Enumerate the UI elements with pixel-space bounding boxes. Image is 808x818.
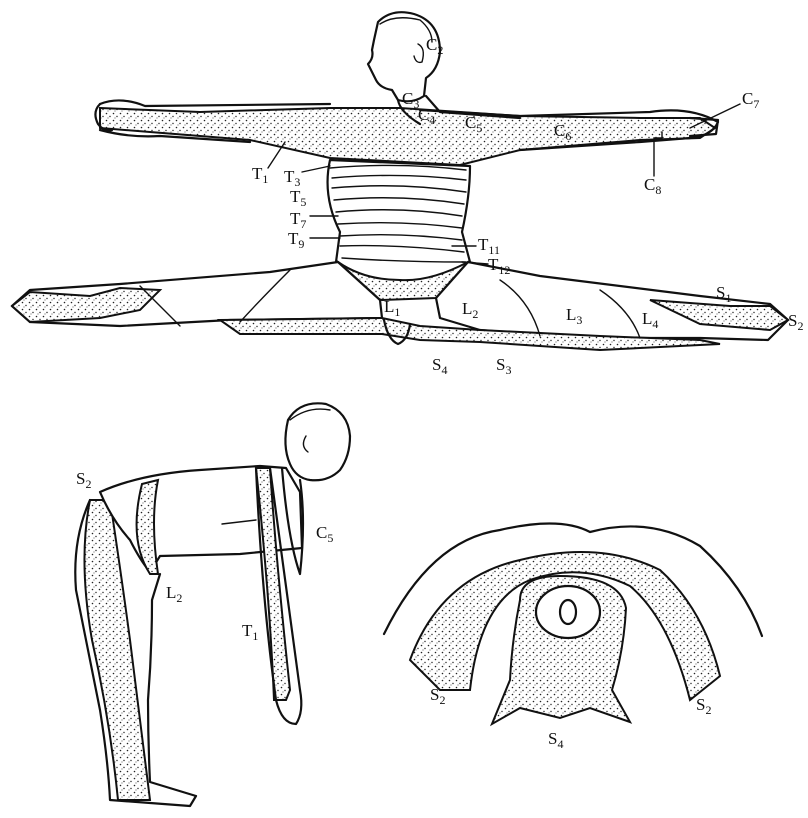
label-t3: T3 xyxy=(284,168,300,188)
flank-stippled-band xyxy=(137,480,158,574)
label-bending-s2: S2 xyxy=(76,470,91,490)
label-perineum-s2-left: S2 xyxy=(430,686,445,706)
label-l2: L2 xyxy=(462,300,478,320)
figure-bending xyxy=(75,403,350,806)
label-c6: C6 xyxy=(554,122,571,142)
label-c7: C7 xyxy=(742,90,759,110)
label-perineum-s2-right: S2 xyxy=(696,696,711,716)
label-bending-t1: T1 xyxy=(242,622,258,642)
label-l1: L1 xyxy=(384,298,400,318)
label-c2: C2 xyxy=(426,36,443,56)
arms-stippled-band xyxy=(100,108,715,165)
label-bending-c5: C5 xyxy=(316,524,333,544)
label-t5: T5 xyxy=(290,188,306,208)
label-c5: C5 xyxy=(465,114,482,134)
label-s2: S2 xyxy=(788,312,803,332)
label-c3: C3 xyxy=(402,90,419,110)
label-s3: S3 xyxy=(496,356,511,376)
head-bending xyxy=(285,403,350,480)
label-t11: T11 xyxy=(478,236,500,256)
label-s4: S4 xyxy=(432,356,447,376)
anus xyxy=(560,600,576,624)
label-t7: T7 xyxy=(290,210,306,230)
label-c8: C8 xyxy=(644,176,661,196)
label-t9: T9 xyxy=(288,230,304,250)
label-c4: C4 xyxy=(418,106,435,126)
head xyxy=(368,12,440,101)
label-l3: L3 xyxy=(566,306,582,326)
label-bending-l2: L2 xyxy=(166,584,182,604)
label-t1: T1 xyxy=(252,165,268,185)
label-s1: S1 xyxy=(716,284,731,304)
label-perineum-s4: S4 xyxy=(548,730,563,750)
label-t12: T12 xyxy=(488,256,510,276)
label-l4: L4 xyxy=(642,310,658,330)
